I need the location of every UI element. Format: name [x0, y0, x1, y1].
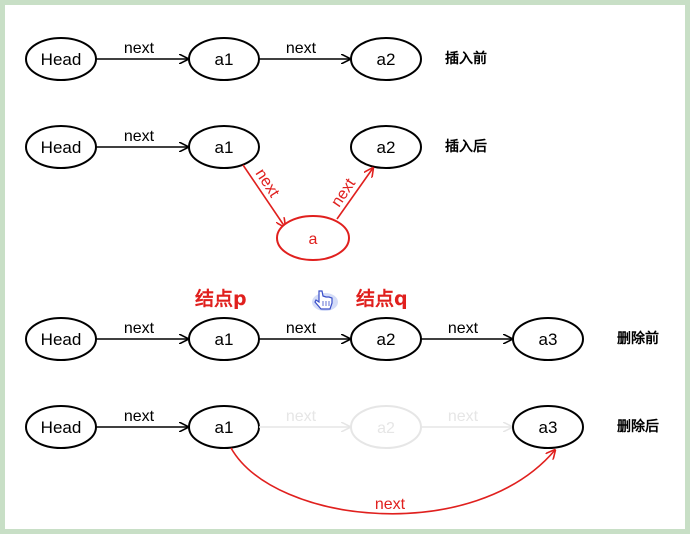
node-a2-label: a2: [377, 138, 396, 157]
node-a1-label: a1: [215, 50, 234, 69]
pointer-label-q: 结点q: [356, 287, 408, 310]
row-insert-before: Head next a1 next a2 插入前: [25, 37, 487, 81]
link-label: next: [286, 40, 317, 57]
faded-link-label: next: [286, 408, 317, 425]
node-head-label: Head: [41, 138, 82, 157]
node-a1: [188, 125, 260, 169]
node-a3: [512, 317, 584, 361]
hand-pointer-icon: [312, 290, 338, 311]
node-inserted-a: [276, 215, 350, 261]
row-delete-before: 结点p 结点q Head next a1 next a2 next a3 删除前: [25, 287, 659, 361]
linked-list-diagram: Head next a1 next a2 插入前 Head next a1 a2…: [25, 37, 659, 515]
link-label: next: [124, 128, 155, 145]
link-label: next: [124, 40, 155, 57]
row-caption: 删除前: [617, 330, 659, 347]
link-label: next: [286, 320, 317, 337]
link-label: next: [124, 408, 155, 425]
bypass-link-arrow: [230, 447, 555, 515]
node-head-label: Head: [41, 418, 82, 437]
node-a1-label: a1: [215, 138, 234, 157]
node-a2: [350, 37, 422, 81]
pointer-label-p: 结点p: [195, 287, 247, 310]
inserted-link-arrow: [242, 164, 285, 227]
link-label: next: [448, 320, 479, 337]
node-a2: [350, 125, 422, 169]
node-a2-label: a2: [377, 50, 396, 69]
row-insert-after: Head next a1 a2 next a next 插入后: [25, 125, 487, 261]
node-a3-label: a3: [539, 418, 558, 437]
bypass-link-label: next: [375, 496, 406, 513]
row-caption: 删除后: [617, 418, 659, 435]
row-delete-after: Head next a1 next a2 next a3 next 删除后: [25, 405, 659, 515]
link-label: next: [124, 320, 155, 337]
inserted-link-arrow: [336, 168, 373, 220]
faded-link-label: next: [448, 408, 479, 425]
node-head-label: Head: [41, 50, 82, 69]
node-a3-label: a3: [539, 330, 558, 349]
row-caption: 插入前: [445, 50, 487, 67]
row-caption: 插入后: [445, 138, 487, 155]
node-a2-label: a2: [377, 330, 396, 349]
node-a1-label: a1: [215, 330, 234, 349]
node-inserted-a-label: a: [309, 231, 318, 248]
node-a1-label: a1: [215, 418, 234, 437]
node-head-label: Head: [41, 330, 82, 349]
node-removed-a2-label: a2: [377, 420, 395, 437]
